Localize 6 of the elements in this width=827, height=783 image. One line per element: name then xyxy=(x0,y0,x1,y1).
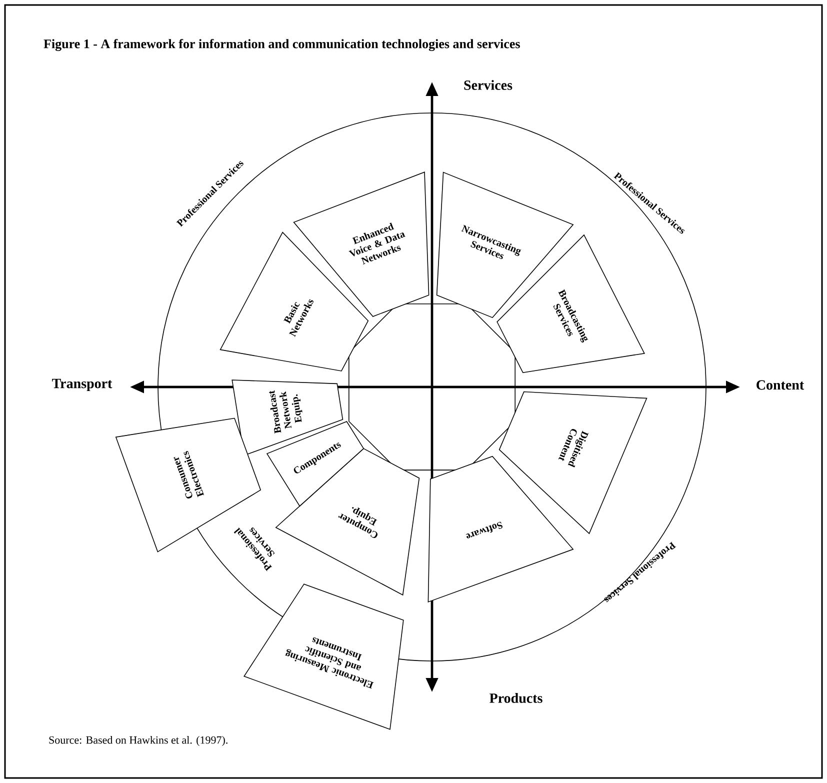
axis-label: Products xyxy=(490,693,542,703)
axis-label: Services xyxy=(464,80,512,90)
axis-label: Transport xyxy=(52,378,112,392)
axis-label: Content xyxy=(756,380,804,390)
caption: Source: Based on Hawkins et al. (1997). xyxy=(49,736,228,746)
title: Figure 1 - A framework for information and communication technologies and services xyxy=(44,38,520,51)
